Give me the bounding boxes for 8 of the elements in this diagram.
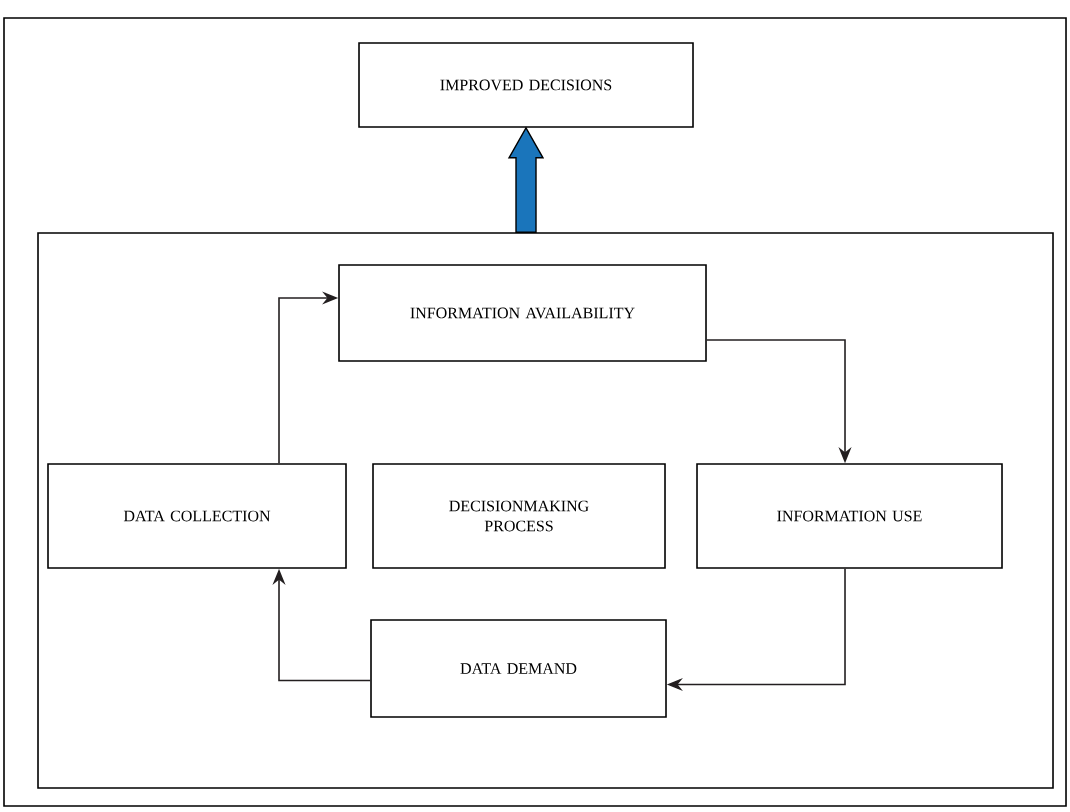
container-box	[37, 232, 1054, 789]
process-box: IMPROVED DECISIONS	[358, 42, 694, 128]
process-box: INFORMATION USE	[696, 463, 1003, 569]
process-box: DATA COLLECTION	[47, 463, 347, 569]
process-box: DECISIONMAKING PROCESS	[372, 463, 666, 569]
block-arrow	[507, 126, 545, 233]
process-box: DATA DEMAND	[370, 619, 667, 718]
process-box: INFORMATION AVAILABILITY	[338, 264, 707, 362]
